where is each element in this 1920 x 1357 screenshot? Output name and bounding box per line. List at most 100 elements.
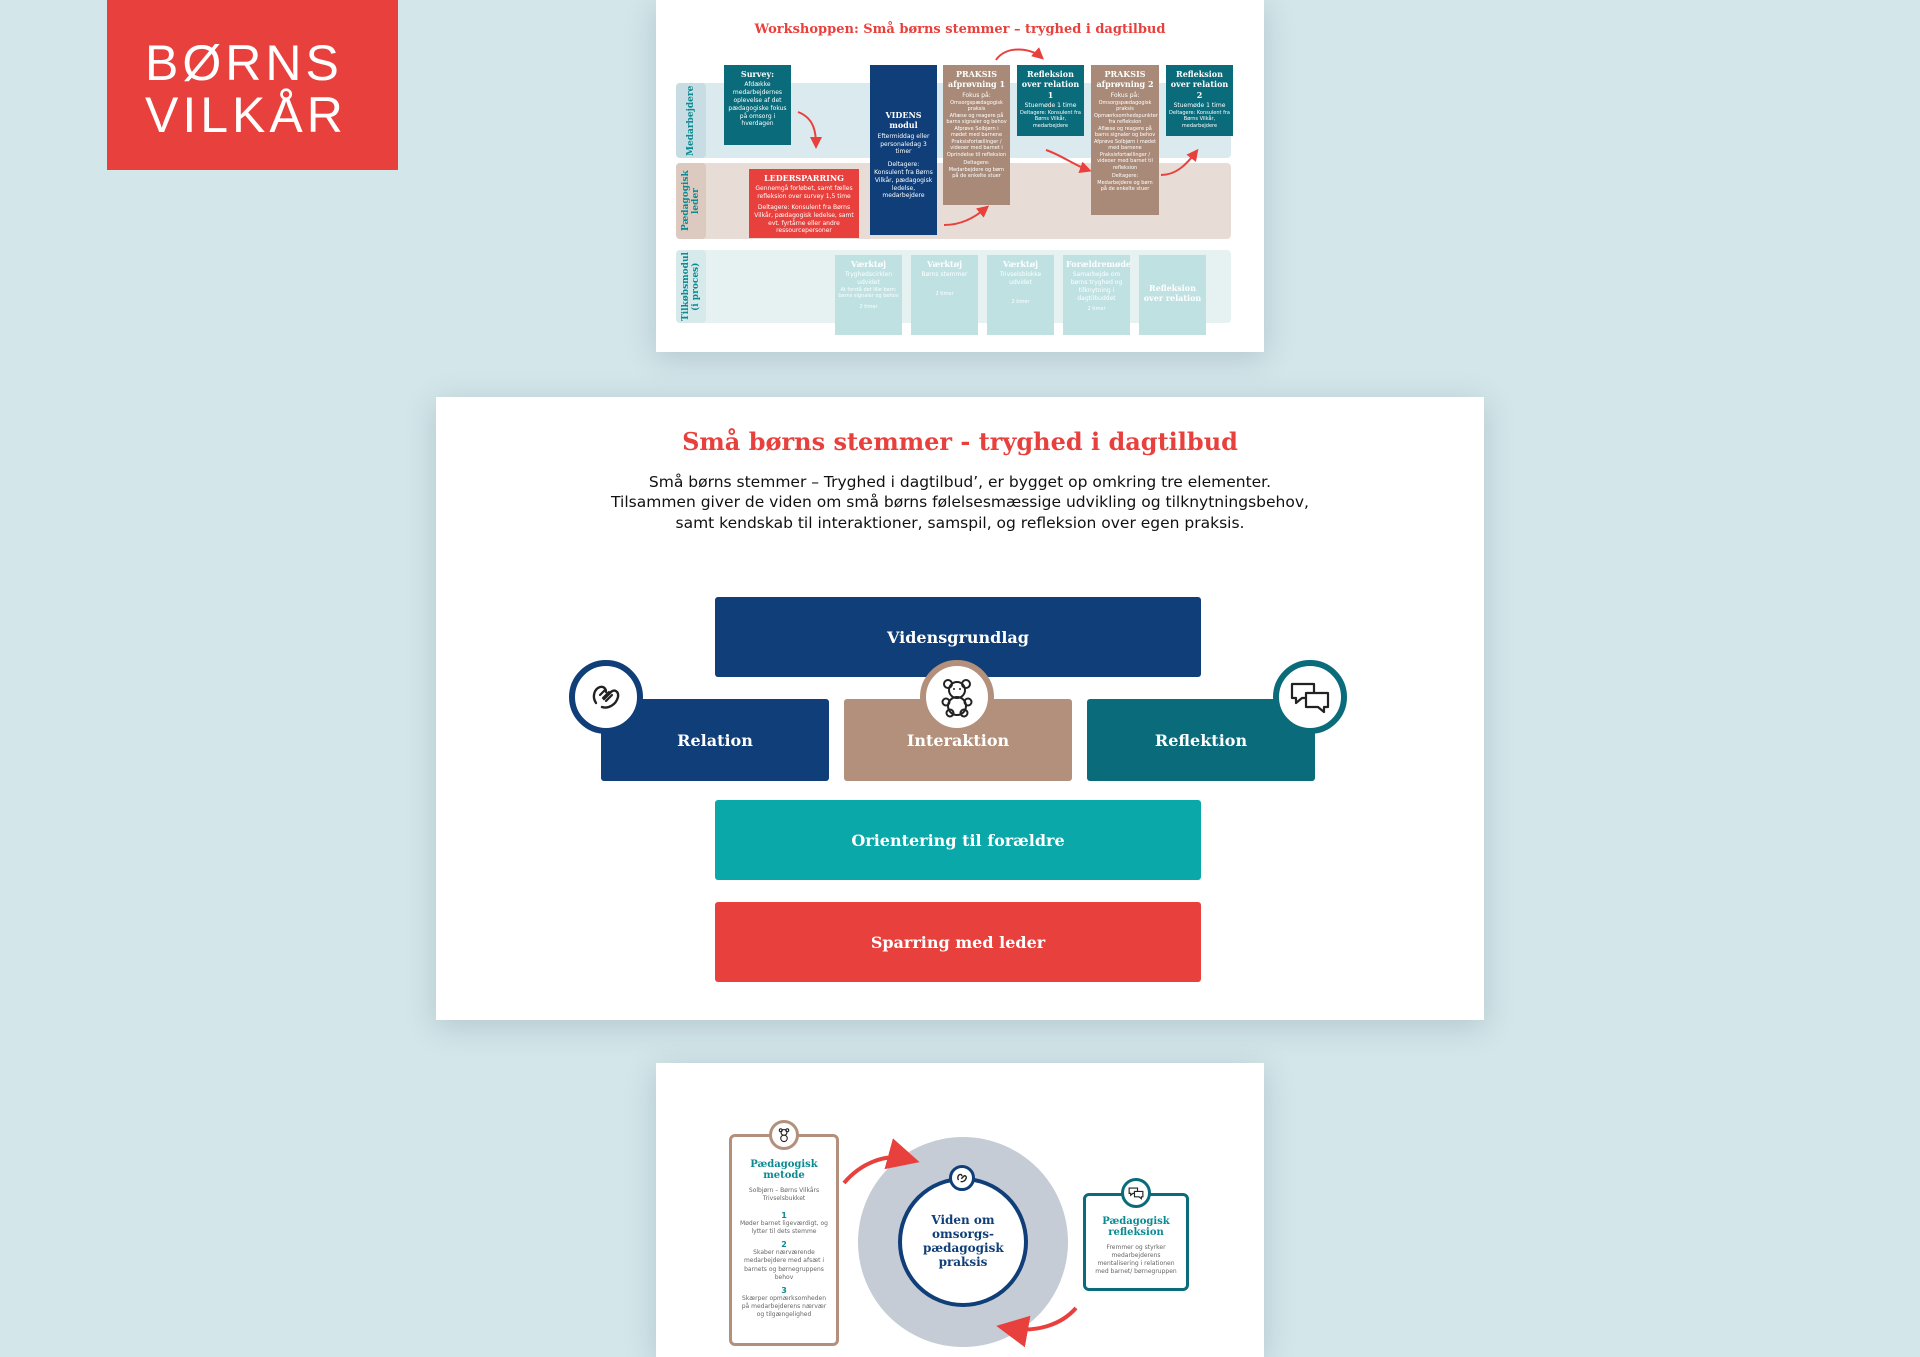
model-desc-line: Små børns stemmer – Tryghed i dagtilbud’…: [648, 473, 1272, 491]
speech-bubbles-icon: [1121, 1178, 1151, 1208]
tool-extra: At forstå det lille barn: barns signaler…: [838, 286, 899, 300]
praksis1-box: PRAKSIS afprøvning 1 Fokus på: Omsorgspæ…: [943, 65, 1010, 205]
metode-title: Pædagogisk metode: [750, 1159, 818, 1181]
lane-label-bg-2: [676, 163, 706, 239]
refleksion1-note: Deltagere: Konsulent fra Børns Vilkår, m…: [1020, 109, 1081, 129]
videns-note: Deltagere: Konsulent fra Børns Vilkår, p…: [874, 161, 933, 200]
step-number: 2: [781, 1240, 787, 1250]
metode-frame: Pædagogisk metode Solbjørn – Børns Vilkå…: [729, 1134, 839, 1346]
step-number: 3: [781, 1285, 787, 1295]
tool-box: Værktøj Trivselsblokke udvidet 2 timer: [987, 255, 1054, 335]
survey-box: Survey: Afdække medarbejdernes oplevelse…: [724, 65, 791, 145]
praksis2-item: Afprøve Solbjørn i mødet med barnene: [1094, 138, 1157, 152]
teddy-bear-icon: [920, 660, 994, 734]
step-number: 1: [781, 1211, 787, 1221]
tool-box: Værktøj Børns stemmer 2 timer: [911, 255, 978, 335]
arrow: [842, 1138, 920, 1185]
refleksion2-note: Deltagere: Konsulent fra Børns Vilkår, m…: [1169, 109, 1230, 129]
teddy-bear-icon: [769, 1120, 799, 1150]
ledersparring-title: LEDERSPARRING: [763, 173, 844, 183]
speech-bubbles-icon-svg: [1290, 682, 1330, 714]
ledersparring-desc: Gennemgå forløbet, samt fælles refleksio…: [755, 185, 853, 201]
metode-step: 3 Skærper opmærksomheden på medarbejdere…: [738, 1286, 830, 1319]
model-card: Små børns stemmer - tryghed i dagtilbud …: [436, 397, 1484, 1020]
videns-desc: Eftermiddag eller personaledag 3 timer: [877, 132, 930, 156]
tool-time: 2 timer: [935, 291, 954, 298]
praksis1-title: PRAKSIS afprøvning 1: [947, 69, 1006, 90]
metode-step: 1 Møder barnet ligeværdigt, og lytter ti…: [738, 1211, 830, 1236]
praksis1-desc: Fokus på:: [962, 91, 991, 99]
workshop-card: Workshoppen: Små børns stemmer – tryghed…: [656, 0, 1264, 352]
orientering-block: Orientering til forældre: [715, 800, 1201, 880]
speech-bubbles-icon-svg: [1128, 1187, 1144, 1200]
praksis2-box: PRAKSIS afprøvning 2 Fokus på: Omsorgspæ…: [1091, 65, 1159, 215]
teddy-bear-icon-svg: [778, 1128, 790, 1143]
tool-desc: Tryghedscirklen udvidet: [844, 271, 893, 287]
tool-title: Værktøj: [1003, 259, 1038, 269]
tool-desc: Børns stemmer: [921, 271, 968, 279]
refleksion1-box: Refleksion over relation 1 Stuemøde 1 ti…: [1017, 65, 1084, 136]
praksis2-item: Aflæse og reagere på barns signaler og b…: [1094, 125, 1156, 139]
praksis1-item: Oprindelse til refleksion: [946, 151, 1007, 158]
tool-desc: Samarbejde om børns tryghed og tilknytni…: [1070, 271, 1123, 302]
praksis2-note: Deltagere: Medarbejdere og børn på de en…: [1097, 173, 1153, 193]
workshop-title: Workshoppen: Små børns stemmer – tryghed…: [754, 22, 1166, 37]
praksis1-item: Aflæse og reagere på barns signaler og b…: [946, 112, 1007, 126]
sparring-block: Sparring med leder: [715, 902, 1201, 982]
hands-icon: [949, 1165, 975, 1191]
logo-line-2: VILKÅR: [145, 87, 347, 143]
arrow: [943, 205, 990, 226]
praksis2-item: Omsorgspædagogisk praksis: [1098, 99, 1152, 113]
tool-time: 2 timer: [1087, 305, 1106, 312]
arrow: [995, 47, 1044, 61]
hands-icon-svg: [592, 685, 620, 709]
cycle-card: Viden om omsorgs-pædagogisk praksis Pæda…: [656, 1063, 1264, 1357]
metode-sub: Solbjørn – Børns Vilkårs Trivselsbukket: [748, 1187, 820, 1203]
tool-desc: Trivselsblokke udvidet: [999, 271, 1042, 287]
refleksion2-box: Refleksion over relation 2 Stuemøde 1 ti…: [1166, 65, 1233, 136]
hands-icon-svg: [957, 1173, 967, 1183]
ledersparring-note: Deltagere: Konsulent fra Børns Vilkår, p…: [754, 203, 854, 235]
tool-title: Værktøj: [927, 259, 962, 269]
refleksion2-desc: Stuemøde 1 time: [1173, 102, 1226, 110]
refleksion-title: Pædagogisk refleksion: [1102, 1216, 1170, 1238]
praksis2-item: Opmærksomhedspunkter fra refleksion: [1094, 112, 1158, 126]
survey-desc: Afdække medarbejdernes oplevelse af det …: [728, 81, 787, 128]
lane-label-bg-1: [676, 83, 706, 158]
praksis1-item: Omsorgspædagogisk praksis: [950, 99, 1003, 113]
tool-title: Værktøj: [851, 259, 886, 269]
ledersparring-box: LEDERSPARRING Gennemgå forløbet, samt fæ…: [749, 169, 859, 238]
step-text: Møder barnet ligeværdigt, og lytter til …: [740, 1220, 828, 1236]
brand-logo: BØRNS VILKÅR: [107, 0, 398, 170]
model-desc-line: samt kendskab til interaktioner, samspil…: [675, 513, 1245, 532]
tool-box: Forældremøde Samarbejde om børns tryghed…: [1063, 255, 1130, 335]
step-text: Skærper opmærksomheden på medarbejderens…: [741, 1294, 827, 1318]
praksis1-note: Deltagere: Medarbejdere og børn på de en…: [948, 160, 1005, 180]
tool-box: Refleksion over relation: [1139, 255, 1206, 335]
tool-box: Værktøj Tryghedscirklen udvidet At forst…: [835, 255, 902, 335]
arrow: [797, 111, 822, 149]
refleksion2-title: Refleksion over relation 2: [1170, 69, 1229, 100]
refleksion1-title: Refleksion over relation 1: [1021, 69, 1080, 100]
tool-title: Refleksion over relation: [1143, 283, 1202, 304]
cycle-arrows: [842, 1138, 1078, 1348]
model-description: Små børns stemmer – Tryghed i dagtilbud’…: [436, 472, 1484, 533]
videns-title: VIDENS modul: [885, 110, 922, 131]
arrow: [996, 1306, 1078, 1348]
hands-icon: [569, 660, 643, 734]
praksis2-item: Praksisfortællinger / videoer med barnet…: [1097, 151, 1153, 171]
praksis2-desc: Fokus på:: [1110, 91, 1140, 99]
videns-box: VIDENS modul Eftermiddag eller personale…: [870, 65, 937, 235]
praksis1-item: Afprøve Solbjørn i mødet med barnene: [950, 125, 1003, 139]
step-text: Skaber nærværende medarbejdere med afsæt…: [743, 1249, 825, 1281]
workshop-arrows: [797, 47, 1199, 226]
praksis1-item: Praksisfortællinger / videoer med barnet…: [950, 138, 1003, 152]
survey-title: Survey:: [740, 69, 775, 79]
refleksion1-desc: Stuemøde 1 time: [1024, 102, 1077, 110]
cycle-center-text: Viden om omsorgs-pædagogisk praksis: [923, 1213, 1004, 1269]
logo-line-1: BØRNS: [145, 35, 343, 91]
tool-time: 2 timer: [1011, 298, 1030, 305]
metode-step: 2 Skaber nærværende medarbejdere med afs…: [738, 1240, 830, 1281]
refleksion-desc: Fremmer og styrker medarbejderens mental…: [1095, 1244, 1177, 1276]
model-desc-line: Tilsammen giver de viden om små børns fø…: [611, 493, 1309, 512]
